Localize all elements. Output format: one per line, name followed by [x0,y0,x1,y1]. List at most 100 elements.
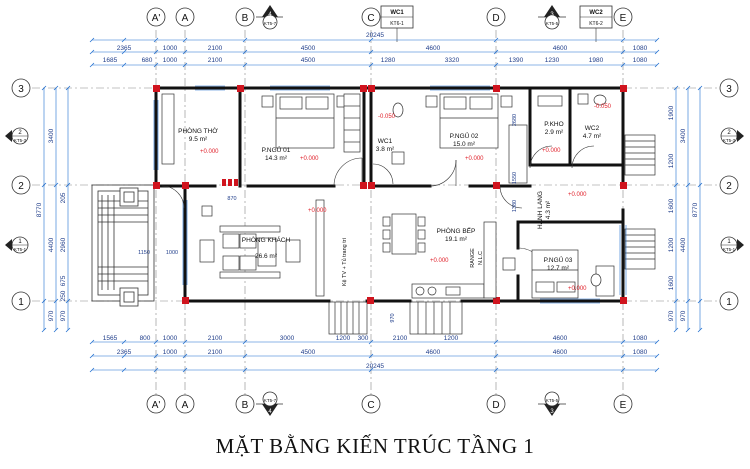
dim-right-inner: 1600 [668,275,675,290]
dimension-tick [697,85,703,91]
dim-top-r2: 1980 [589,57,604,64]
room-name-kho: P.KHO [544,121,563,128]
dim-bottom-r1: 4600 [553,349,568,356]
dim-top-r1: 4600 [426,45,441,52]
dimension-tick [620,367,626,373]
svg-text:WC1: WC1 [390,10,404,16]
dimension-tick [654,367,660,373]
dimension-tick [242,37,248,43]
svg-text:2: 2 [18,130,22,136]
dimension-tick [673,327,679,333]
dimension-tick [242,62,248,68]
section-marker-bottom-right: 3 KT5-5 [538,391,566,416]
dim-top-r1: 4600 [553,45,568,52]
grid-label-e-top: E [620,13,627,24]
dimension-text-left: 8770 3400 4400 970 205 2960 675 250 970 [36,128,67,321]
dimension-tick [41,327,47,333]
grid-bubbles-bottom [146,394,633,414]
dimension-tick [182,339,188,345]
room-area-ngu02: 15.0 m² [453,141,476,148]
dim-left-overall: 8770 [36,202,43,217]
level-kho: +0.000 [542,148,561,154]
dimension-tick [673,298,679,304]
dim-right-inner: 1600 [668,198,675,213]
dim-bottom-overall: 20245 [366,363,384,370]
dimension-tick [620,353,626,359]
svg-text:4: 4 [268,12,272,18]
svg-text:4: 4 [268,409,272,415]
dim-top-r1: 1080 [633,45,648,52]
room-area-khach: 26.6 m² [255,253,278,260]
annotation-1550: 1550 [512,172,518,184]
level-bep: +0.000 [430,258,449,264]
dim-right-inner: 970 [668,310,675,321]
grid-label-e-bottom: E [620,400,627,411]
dim-right-outer: 970 [680,310,687,321]
dim-bottom-r2: 800 [140,335,151,342]
dim-top-r2: 1230 [545,57,560,64]
dimension-tick [182,62,188,68]
svg-text:KT6-2: KT6-2 [589,21,603,27]
section-marker-left-2: 2 KT5-3 [5,127,29,145]
level-ngu02: +0.000 [465,156,484,162]
dimension-tick [368,37,374,43]
level-ngu03: +0.000 [568,286,587,292]
dimension-tick [673,85,679,91]
grid-label-2-right: 2 [726,181,732,192]
dim-top-overall: 20245 [366,32,384,39]
annotation-2680: 2680 [512,114,518,126]
room-area-bep: 19.1 m² [445,236,468,243]
dimension-tick [620,49,626,55]
dim-left-inner: 250 [60,290,67,301]
dimension-ticks [41,37,703,373]
dimension-tick [685,182,691,188]
dim-bottom-r2: 1200 [336,335,351,342]
dimension-tick [65,182,71,188]
dimension-tick [89,49,95,55]
dimension-tick [53,85,59,91]
dimension-text-right: 8770 3400 4400 970 1900 1200 1600 1200 1… [668,105,699,321]
dim-bottom-r1: 1080 [633,349,648,356]
dim-top-r1: 2100 [208,45,223,52]
room-area-kho: 2.9 m² [545,129,564,136]
room-name-ngu02: P.NGỦ 02 [450,131,479,140]
room-area-ngu01: 14.3 m² [265,155,288,162]
level-wc2: -0.050 [594,104,612,110]
dim-top-r1: 1000 [163,45,178,52]
room-name-wc1: WC1 [378,138,393,145]
dim-right-inner: 1200 [668,153,675,168]
dimension-tick [89,339,95,345]
level-hanhlang: +0.000 [568,192,587,198]
room-name-wc2: WC2 [585,125,600,132]
dimension-tick [65,298,71,304]
dimension-tick [121,62,127,68]
dim-bottom-r1: 2100 [208,349,223,356]
dimension-tick [368,62,374,68]
dimension-tick [121,37,127,43]
grid-labels-side: 3 2 1 3 2 1 [18,84,732,308]
walls [154,86,625,303]
room-name-tho: PHÒNG THỜ [178,126,218,135]
svg-text:KT5-7: KT5-7 [264,21,277,26]
svg-text:KT5-7: KT5-7 [264,398,277,403]
room-name-ngu01: P.NGỦ 01 [262,145,291,154]
room-labels: PHÒNG THỜ 9.5 m² P.NGỦ 01 14.3 m² WC1 3.… [178,121,602,272]
dimension-tick [53,298,59,304]
dim-bottom-r2: 300 [358,335,369,342]
rear-steps [328,134,656,335]
annotation-1380: 1380 [512,200,518,212]
dimension-tick [620,339,626,345]
dimension-tick [153,62,159,68]
room-name-hanhlang: HÀNH LANG [535,191,544,229]
dim-bottom-r2: 1080 [633,335,648,342]
grid-label-b-bottom: B [242,400,249,411]
grid-label-1-right: 1 [726,297,732,308]
annotation-1150: 1150 [138,250,150,256]
annotation-870: 870 [227,196,236,202]
section-marker-bottom-left: 4 KT5-7 [256,391,283,416]
detail-tag-wc1: WC1 KT6-1 [380,5,414,42]
dimension-tick [673,182,679,188]
svg-text:1: 1 [18,239,22,245]
